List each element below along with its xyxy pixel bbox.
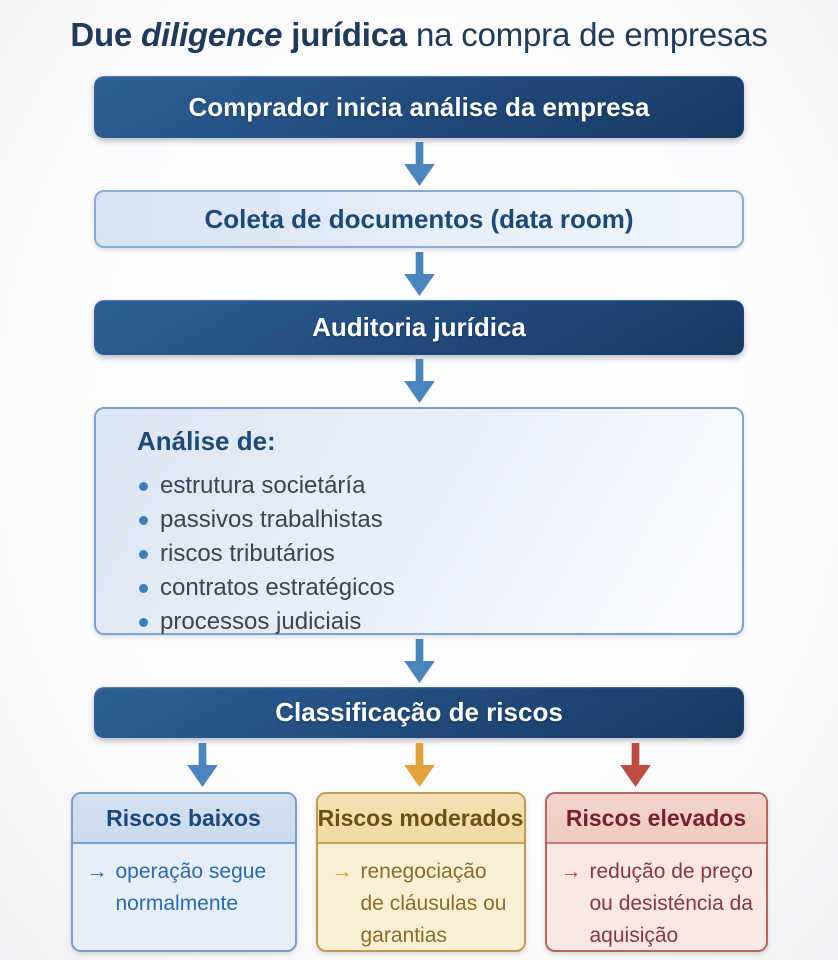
card-body: → operação segue normalmente [73, 844, 295, 920]
title-regular: na compra de empresas [416, 16, 768, 53]
connector [94, 248, 744, 300]
bullet-icon [139, 617, 148, 627]
analysis-list: estrutura societáría passivos trabalhist… [137, 472, 722, 636]
page-title: Due diligence jurídica na compra de empr… [10, 16, 828, 54]
down-arrow-red-icon [620, 743, 651, 787]
connector-high-risk [527, 738, 744, 792]
flow-step-risk-classification: Classificação de riscos [94, 687, 744, 738]
list-item-label: riscos tributários [160, 540, 335, 567]
card-text: redução de preço ou desisténcia da aquis… [589, 860, 753, 947]
arrow-right-glyph: → [86, 860, 108, 883]
bullet-icon [139, 481, 148, 491]
outcome-card-low-risk: Riscos baixos → operação segue normalmen… [70, 792, 297, 952]
down-arrow-icon [403, 142, 435, 186]
list-item: riscos tributários [137, 540, 722, 568]
flow-step-buyer-initiates: Comprador inicia análise da empresa [94, 76, 744, 138]
card-title: Riscos elevados [546, 794, 766, 844]
bullet-icon [139, 583, 148, 593]
down-arrow-icon [403, 252, 435, 296]
connector [94, 635, 744, 687]
outcome-card-moderate-risk: Riscos moderados → renegociação de cláus… [315, 792, 526, 952]
flow-step-data-room: Coleta de documentos (data room) [94, 190, 744, 248]
card-text: renegociação de cláusulas ou garantias [360, 860, 507, 947]
list-item-label: processos judiciais [160, 608, 362, 635]
card-text: operação segue normalmente [115, 860, 267, 915]
bullet-icon [139, 549, 148, 559]
list-item-label: estrutura societáría [160, 472, 366, 499]
connector-moderate-risk [311, 738, 528, 792]
list-item: contratos estratégicos [137, 574, 722, 602]
title-bold-lead: Due [70, 16, 133, 53]
bullet-icon [139, 515, 148, 525]
card-title: Riscos baixos [72, 794, 295, 844]
list-item-label: contratos estratégicos [160, 574, 395, 601]
card-title: Riscos moderados [317, 794, 524, 844]
arrow-right-glyph: → [560, 860, 582, 883]
title-bold-tail: jurídica [291, 16, 408, 53]
connector [94, 138, 744, 190]
down-arrow-blue-icon [187, 743, 218, 787]
outcome-card-high-risk: Riscos elevados → redução de preço ou de… [544, 792, 768, 952]
arrow-right-glyph: → [331, 860, 353, 883]
analysis-panel: Análise de: estrutura societáría passivo… [94, 407, 744, 635]
down-arrow-amber-icon [403, 743, 435, 787]
list-item: passivos trabalhistas [137, 506, 722, 534]
card-body: → renegociação de cláusulas ou garantias [318, 844, 524, 950]
branch-connectors [94, 738, 744, 792]
list-item-label: passivos trabalhistas [160, 506, 383, 533]
connector-low-risk [94, 738, 311, 792]
down-arrow-icon [403, 639, 435, 683]
list-item: processos judiciais [137, 608, 722, 636]
flowchart: Comprador inicia análise da empresa Cole… [94, 76, 744, 738]
card-body: → redução de preço ou desisténcia da aqu… [547, 844, 766, 950]
down-arrow-icon [403, 359, 435, 403]
connector [94, 355, 744, 407]
list-item: estrutura societáría [137, 472, 722, 500]
title-italic: diligence [141, 16, 283, 53]
flow-step-legal-audit: Auditoria jurídica [94, 300, 744, 355]
outcome-cards: Riscos baixos → operação segue normalmen… [0, 792, 838, 952]
analysis-heading: Análise de: [137, 426, 276, 456]
